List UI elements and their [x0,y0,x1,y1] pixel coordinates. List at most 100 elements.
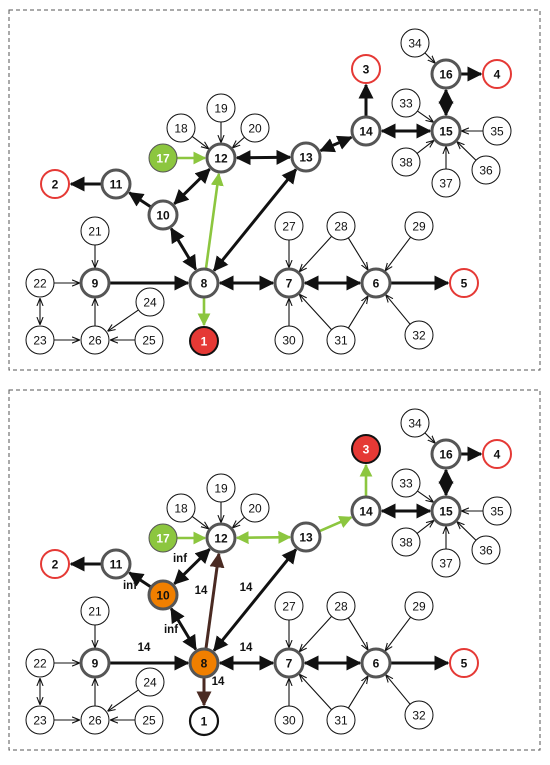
node-label: 17 [156,151,170,165]
node-circle [360,267,392,299]
node-circle [351,54,381,84]
node-13: 13 [290,141,322,173]
edge-20-12 [233,516,245,527]
edge-10-8 [169,607,198,651]
edge-8-12 [204,172,224,270]
node-circle [431,168,461,198]
edge-10-12 [173,548,211,585]
node-2: 2 [40,169,70,199]
node-12: 12 [205,522,237,554]
node-circle [166,113,196,143]
node-circle [189,326,219,356]
node-21: 21 [80,216,110,246]
node-circle [79,267,111,299]
node-label: 30 [282,713,296,727]
node-label: 5 [461,276,468,290]
edge-31-7 [300,675,332,711]
node-circle [80,705,110,735]
node-23: 23 [25,705,55,735]
node-label: 15 [439,504,453,518]
node-circle [205,522,237,554]
node-circle [404,591,434,621]
node-circle [391,468,421,498]
node-label: 14 [359,504,373,518]
node-label: 32 [412,328,426,342]
node-label: 27 [282,599,296,613]
edge-29-6 [386,616,412,650]
node-circle [431,548,461,578]
node-circle [400,28,430,58]
node-circle [430,495,462,527]
node-label: 32 [412,708,426,722]
node-circle [100,548,132,580]
node-circle [206,473,236,503]
edge-label-10-11: inf [123,580,137,592]
node-label: 16 [439,67,453,81]
node-15: 15 [430,115,462,147]
edge-31-6 [347,297,367,329]
node-circle [148,523,178,553]
node-label: 4 [494,67,501,81]
node-circle [135,667,165,697]
node-31: 31 [326,705,356,735]
node-10: 10 [147,199,179,231]
edge-label-8-12: 14 [195,585,208,597]
node-4: 4 [482,439,512,469]
node-label: 7 [286,276,293,290]
node-circle [148,143,178,173]
node-label: 7 [286,656,293,670]
node-circle [25,325,55,355]
node-6: 6 [360,647,392,679]
node-label: 8 [201,656,208,670]
edge-10-11 [128,571,153,589]
edge-18-12 [191,515,208,528]
node-circle [240,493,270,523]
node-5: 5 [449,268,479,298]
panel-bottom-edges [40,432,483,720]
node-circle [391,88,421,118]
edge-10-12 [173,168,211,205]
node-33: 33 [391,468,421,498]
node-circle [166,493,196,523]
node-label: 18 [174,501,188,515]
node-11: 11 [100,168,132,200]
node-circle [40,169,70,199]
panel-top-edges [40,52,483,340]
edge-33-15 [417,110,432,122]
node-circle [40,549,70,579]
node-label: 25 [142,713,156,727]
edge-31-7 [300,295,332,331]
node-circle [188,705,220,737]
node-38: 38 [391,527,421,557]
node-circle [471,535,501,565]
node-circle [273,267,305,299]
node-label: 25 [142,333,156,347]
panel-top-frame [8,9,541,371]
edge-label-10-8: inf [164,624,178,636]
node-label: 31 [334,713,348,727]
node-2: 2 [40,549,70,579]
node-25: 25 [134,705,164,735]
edge-13-14 [318,516,353,533]
node-35: 35 [482,496,512,526]
node-33: 33 [391,88,421,118]
node-circle [134,705,164,735]
node-circle [147,199,179,231]
node-12: 12 [205,142,237,174]
node-25: 25 [134,325,164,355]
node-circle [404,320,434,350]
node-26: 26 [80,705,110,735]
node-8: 8 [188,267,220,299]
node-circle [391,147,421,177]
node-label: 18 [174,121,188,135]
node-circle [482,496,512,526]
node-22: 22 [25,648,55,678]
node-label: 23 [33,333,47,347]
node-label: 36 [479,163,493,177]
node-9: 9 [79,267,111,299]
edge-34-16 [424,432,435,443]
node-label: 22 [33,276,47,290]
node-36: 36 [471,535,501,565]
